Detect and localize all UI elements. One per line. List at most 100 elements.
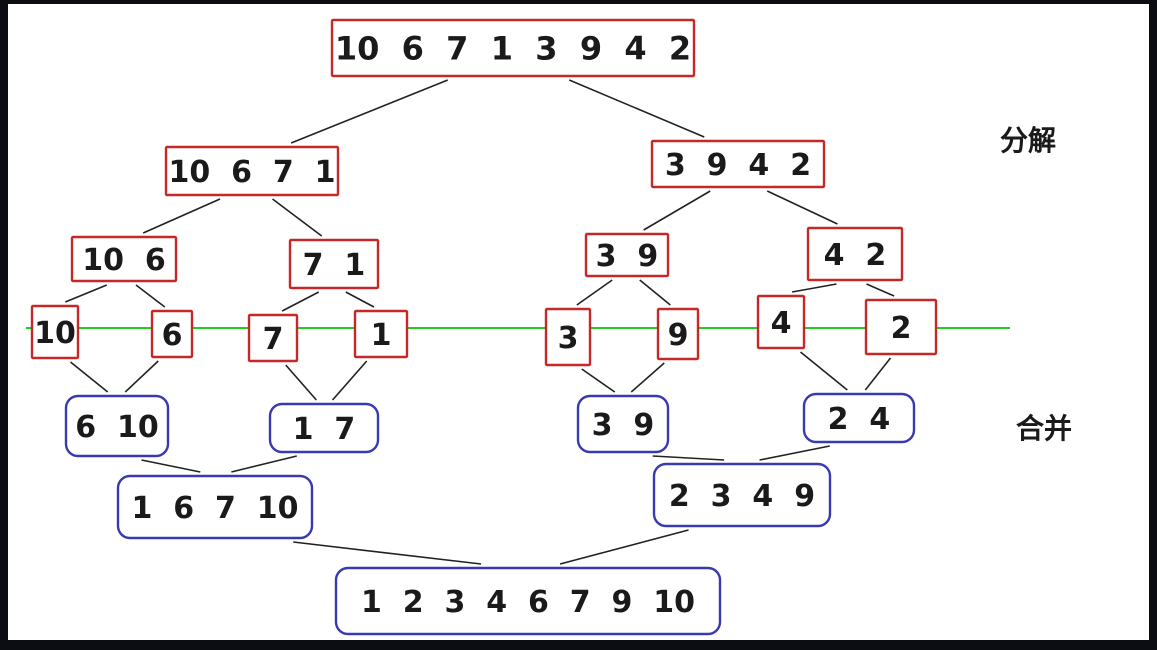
node-values: 3 9 4 2: [665, 148, 811, 183]
node-values: 1 7: [293, 412, 356, 447]
split-node-l6: 9: [656, 307, 700, 361]
connector-m1-m5: [141, 459, 201, 473]
node-box: [864, 298, 938, 356]
node-box: [650, 139, 826, 189]
split-label: 分解: [1000, 124, 1056, 157]
merge-node-m4: 2 4: [802, 392, 916, 444]
node-box: [164, 145, 340, 197]
node-values: 10 6 7 1 3 9 4 2: [335, 30, 691, 68]
connector-s3-l2: [135, 284, 166, 308]
connector-l6-m3: [630, 362, 665, 393]
connector-l8-m4: [864, 357, 892, 391]
node-values: 10 6 7 1: [168, 155, 335, 190]
connector-s5-l5: [576, 279, 613, 306]
connector-l7-m4: [799, 351, 848, 391]
node-values: 2 4: [828, 402, 891, 437]
node-box: [330, 18, 696, 78]
connector-s1-s3: [142, 198, 221, 234]
array-nodes: 10 6 7 1 3 9 4 2 10 6 7 1 3 9 4 2 10 6 7 1 3 …: [30, 18, 938, 636]
node-values: 9: [668, 318, 689, 353]
split-node-l1: 10: [30, 304, 80, 360]
split-node-l5: 3: [544, 307, 592, 367]
node-box: [268, 402, 380, 454]
connector-s2-s5: [643, 190, 711, 231]
node-box: [806, 226, 904, 282]
connector-s2-s6: [766, 190, 838, 225]
merge-node-m3: 3 9: [576, 394, 670, 454]
node-box: [576, 394, 670, 454]
node-box: [30, 304, 80, 360]
node-box: [334, 566, 722, 636]
split-node-l2: 6: [150, 309, 194, 359]
connector-m3-m6: [652, 455, 725, 461]
connector-l5-m3: [581, 368, 616, 393]
node-values: 10 6: [82, 243, 166, 278]
node-values: 2 3 4 9: [669, 479, 815, 514]
node-values: 1 6 7 10: [131, 491, 298, 526]
split-node-s1: 10 6 7 1: [164, 145, 340, 197]
connector-s0-s2: [568, 79, 705, 138]
connector-m4-m6: [759, 445, 830, 461]
merge-node-m1: 6 10: [64, 394, 170, 458]
node-box: [288, 238, 380, 290]
node-box: [544, 307, 592, 367]
connector-s4-l3: [281, 291, 320, 312]
split-node-l4: 1: [353, 309, 409, 359]
merge-node-m7: 1 2 3 4 6 7 9 10: [334, 566, 722, 636]
diagram-canvas: 10 6 7 1 3 9 4 2 10 6 7 1 3 9 4 2 10 6 7 1 3 …: [8, 4, 1149, 640]
node-values: 3 9: [596, 239, 659, 274]
node-values: 1: [371, 318, 392, 353]
node-box: [247, 313, 299, 363]
node-values: 7 1: [303, 248, 366, 283]
merge-node-m2: 1 7: [268, 402, 380, 454]
split-node-s0: 10 6 7 1 3 9 4 2: [330, 18, 696, 78]
connector-s4-l4: [345, 291, 375, 308]
node-box: [64, 394, 170, 458]
connector-l3-m2: [285, 364, 317, 401]
node-box: [150, 309, 194, 359]
connector-m5-m7: [293, 541, 482, 565]
split-node-s3: 10 6: [70, 235, 178, 283]
node-box: [584, 232, 670, 278]
node-box: [652, 462, 832, 528]
node-values: 1 2 3 4 6 7 9 10: [361, 585, 695, 620]
connector-s0-s1: [290, 79, 449, 144]
split-node-l7: 4: [756, 294, 806, 350]
node-box: [802, 392, 916, 444]
merge-sort-diagram: 10 6 7 1 3 9 4 2 10 6 7 1 3 9 4 2 10 6 7 1 3 …: [26, 18, 1072, 636]
split-node-l8: 2: [864, 298, 938, 356]
connector-s6-l8: [866, 283, 895, 297]
merge-node-m5: 1 6 7 10: [116, 474, 314, 540]
split-node-s5: 3 9: [584, 232, 670, 278]
node-box: [656, 307, 700, 361]
connector-l1-m1: [69, 361, 109, 393]
node-box: [116, 474, 314, 540]
node-values: 7: [263, 322, 284, 357]
connector-m2-m5: [231, 455, 297, 473]
node-box: [756, 294, 806, 350]
connector-m6-m7: [559, 529, 689, 565]
node-values: 6 10: [75, 410, 159, 445]
merge-label: 合并: [1016, 412, 1072, 445]
connector-lines: [65, 79, 895, 565]
split-node-l3: 7: [247, 313, 299, 363]
node-values: 10: [34, 316, 76, 351]
node-values: 2: [891, 311, 912, 346]
split-node-s6: 4 2: [806, 226, 904, 282]
connector-s5-l6: [639, 279, 671, 306]
split-node-s4: 7 1: [288, 238, 380, 290]
node-values: 4: [771, 306, 792, 341]
connector-l4-m2: [331, 360, 368, 401]
node-box: [353, 309, 409, 359]
node-box: [70, 235, 178, 283]
connector-s1-s4: [272, 198, 323, 237]
node-values: 4 2: [824, 238, 887, 273]
split-node-s2: 3 9 4 2: [650, 139, 826, 189]
connector-l2-m1: [124, 360, 159, 393]
node-values: 6: [162, 318, 183, 353]
node-values: 3: [558, 321, 579, 356]
node-values: 3 9: [592, 408, 655, 443]
merge-node-m6: 2 3 4 9: [652, 462, 832, 528]
connector-s6-l7: [791, 283, 837, 293]
connector-s3-l1: [65, 284, 108, 303]
